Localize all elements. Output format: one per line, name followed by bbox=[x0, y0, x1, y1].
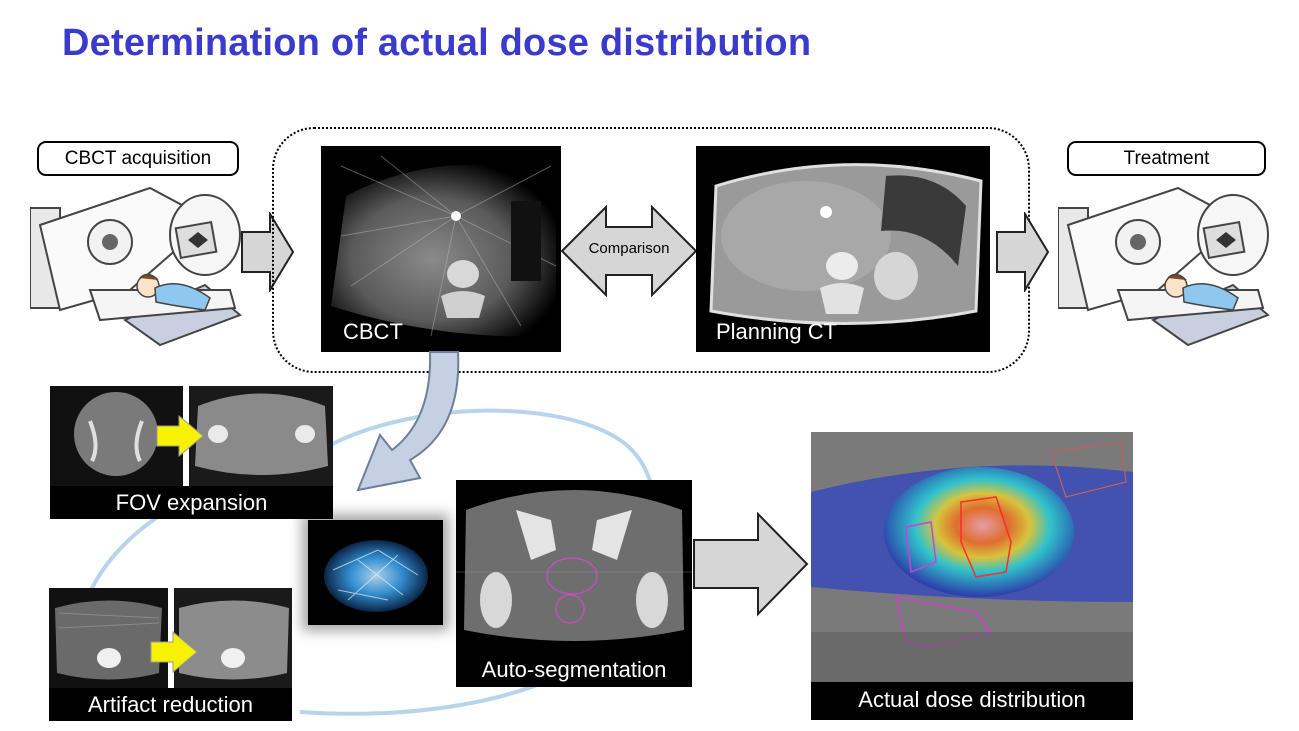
fov-expansion-caption: FOV expansion bbox=[115, 490, 268, 515]
linac-machine-icon bbox=[30, 186, 242, 347]
patient-icon bbox=[136, 273, 211, 311]
planning-ct-image-panel: Planning CT bbox=[696, 146, 990, 352]
curved-down-arrow bbox=[356, 351, 460, 492]
treatment-label: Treatment bbox=[1067, 141, 1266, 176]
auto-segmentation-panel: Auto-segmentation bbox=[456, 480, 692, 687]
auto-segmentation-image bbox=[456, 490, 692, 641]
planning-ct-caption: Planning CT bbox=[716, 319, 838, 344]
cbct-acquisition-label: CBCT acquisition bbox=[37, 141, 239, 176]
planning-ct-image bbox=[709, 163, 983, 325]
arrow-to-dose bbox=[693, 512, 809, 617]
fov-arrow-icon bbox=[156, 414, 204, 458]
comparison-label: Comparison bbox=[588, 240, 670, 257]
treatment-patient-icon bbox=[1164, 273, 1239, 311]
page-title: Determination of actual dose distributio… bbox=[62, 22, 812, 64]
cbct-scan-image bbox=[331, 155, 557, 337]
artifact-reduction-panel: Artifact reduction bbox=[49, 588, 292, 721]
treatment-linac-icon bbox=[1058, 186, 1270, 347]
dose-distribution-caption: Actual dose distribution bbox=[858, 687, 1086, 712]
cbct-caption: CBCT bbox=[343, 319, 403, 344]
cbct-image-panel: CBCT bbox=[321, 146, 561, 352]
neural-network-icon bbox=[308, 520, 443, 625]
auto-segmentation-caption: Auto-segmentation bbox=[481, 657, 667, 682]
dose-distribution-image bbox=[811, 432, 1133, 682]
arrow-to-cbct bbox=[241, 212, 295, 292]
artifact-reduction-image bbox=[49, 588, 292, 688]
artifact-reduction-caption: Artifact reduction bbox=[87, 692, 254, 717]
dose-distribution-panel: Actual dose distribution bbox=[811, 432, 1133, 720]
arrow-to-treatment bbox=[996, 212, 1050, 292]
artifact-arrow-icon bbox=[150, 630, 198, 674]
fov-expansion-panel: FOV expansion bbox=[50, 386, 333, 519]
